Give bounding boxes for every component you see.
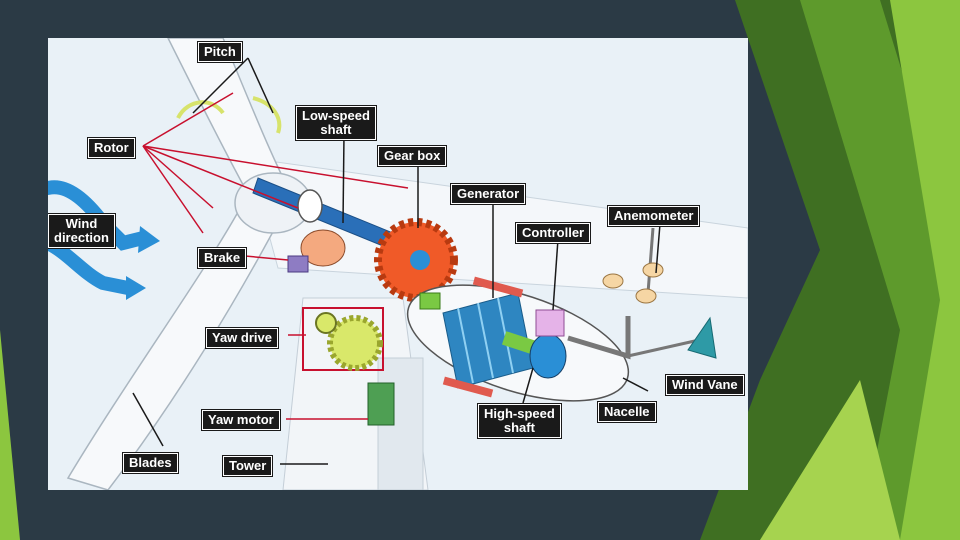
generator-stripe-1 bbox=[457, 307, 474, 384]
wind-vane-fin bbox=[687, 316, 717, 359]
anemometer-cup-2 bbox=[642, 262, 664, 278]
controller-box bbox=[535, 309, 565, 337]
leader-lines bbox=[142, 92, 409, 420]
yaw-motor-body bbox=[367, 382, 395, 426]
green-shape-right-bottom bbox=[760, 380, 900, 540]
blade-lower bbox=[66, 202, 285, 490]
label-yaw-motor: Yaw motor bbox=[202, 410, 280, 430]
generator-brush-bottom bbox=[442, 376, 494, 398]
label-blades: Blades bbox=[123, 453, 178, 473]
label-wind-vane: Wind Vane bbox=[666, 375, 744, 395]
label-pitch: Pitch bbox=[198, 42, 242, 62]
brake-caliper bbox=[287, 255, 309, 273]
label-low-speed-shaft: Low-speed shaft bbox=[296, 106, 376, 140]
label-controller: Controller bbox=[516, 223, 591, 243]
yaw-drive-pinion bbox=[315, 312, 337, 334]
anemometer-cup-3 bbox=[635, 288, 657, 304]
label-yaw-drive: Yaw drive bbox=[206, 328, 278, 348]
label-high-speed-shaft: High-speed shaft bbox=[478, 404, 561, 438]
yaw-drive-gear bbox=[327, 315, 383, 371]
pitch-arrow-left bbox=[176, 100, 225, 120]
wind-arrow-lower-head bbox=[126, 276, 146, 300]
generator-stripe-2 bbox=[477, 302, 494, 379]
wind-turbine-diagram: Pitch Low-speed shaft Gear box Rotor Gen… bbox=[48, 38, 748, 490]
label-anemometer: Anemometer bbox=[608, 206, 700, 226]
yaw-drive-frame bbox=[302, 307, 384, 371]
shaft-bearing bbox=[297, 189, 323, 223]
high-speed-coupling bbox=[419, 292, 441, 310]
label-rotor: Rotor bbox=[88, 138, 135, 158]
pointer-lines bbox=[132, 57, 661, 465]
anemometer-cup-1 bbox=[602, 273, 624, 289]
anemometer-pole bbox=[646, 227, 655, 294]
green-shape-right-light bbox=[890, 0, 960, 540]
label-nacelle: Nacelle bbox=[598, 402, 656, 422]
label-generator: Generator bbox=[451, 184, 526, 204]
pitch-arrow-right bbox=[252, 96, 282, 134]
label-tower: Tower bbox=[223, 456, 273, 476]
wind-arrow-upper-head bbox=[138, 226, 160, 253]
generator-brush-top bbox=[472, 276, 524, 298]
label-gear-box: Gear box bbox=[378, 146, 447, 166]
label-wind-direction: Wind direction bbox=[48, 214, 115, 248]
brake-disc bbox=[300, 229, 346, 267]
turbine-illustration bbox=[48, 38, 748, 490]
green-shape-left-bottom bbox=[0, 330, 20, 540]
gear-box-center bbox=[410, 250, 430, 270]
label-brake: Brake bbox=[198, 248, 247, 268]
high-speed-shaft-end bbox=[529, 333, 567, 379]
